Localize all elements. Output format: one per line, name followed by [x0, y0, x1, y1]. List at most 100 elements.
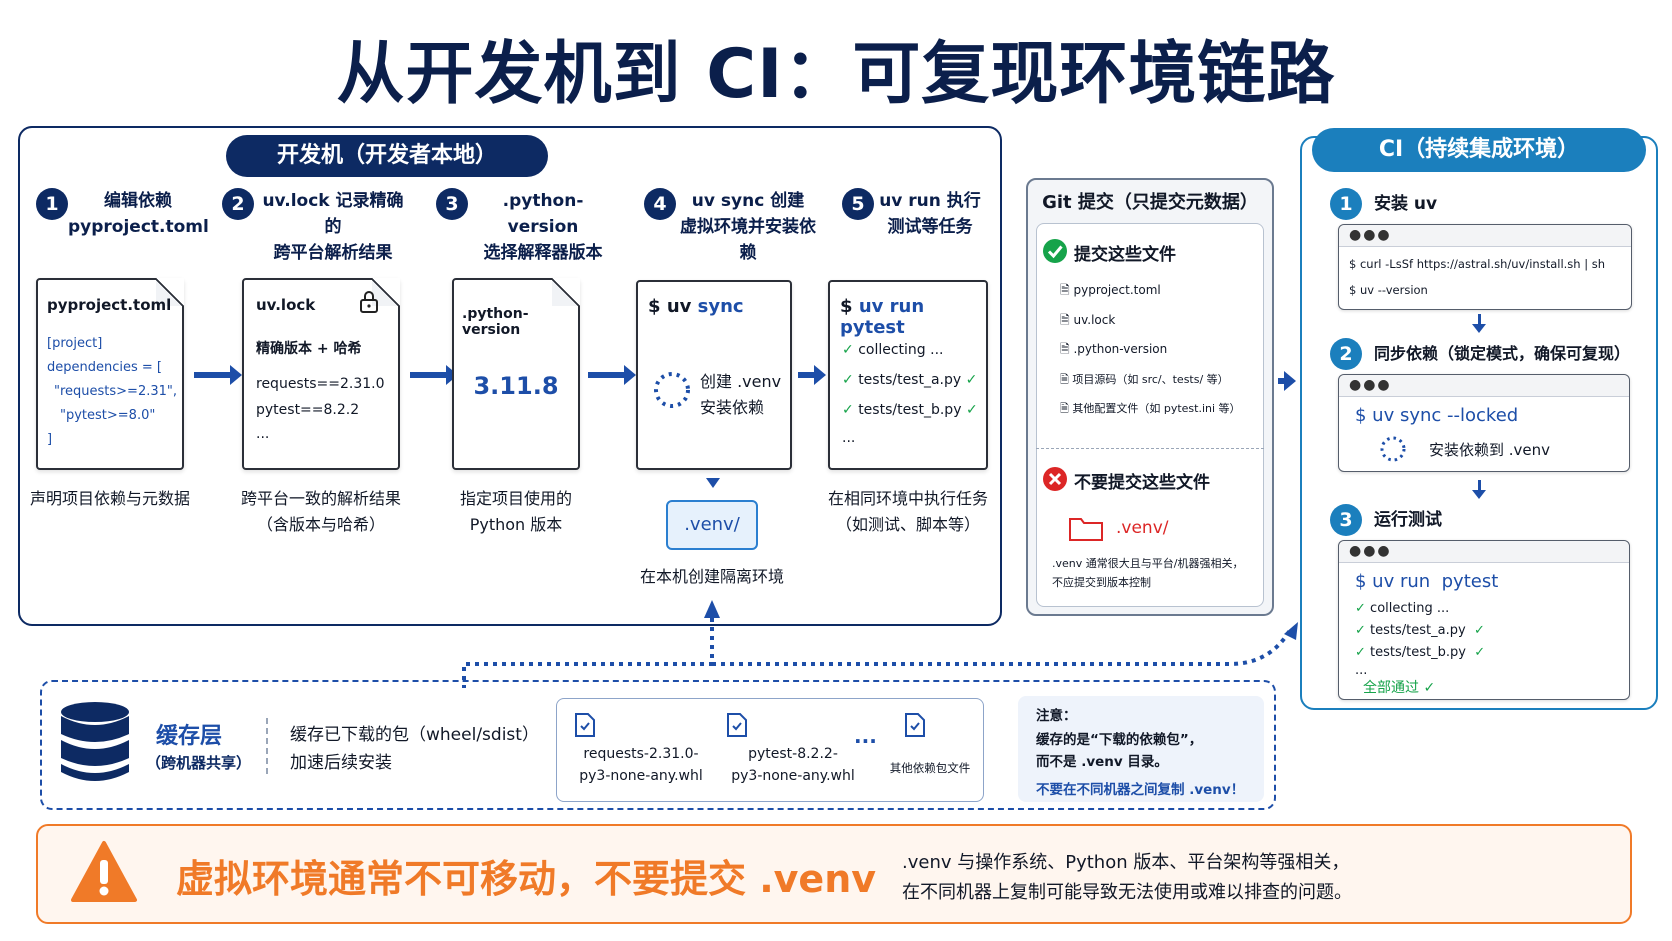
- lock-icon: [360, 291, 378, 313]
- check-icon: ✓: [842, 402, 854, 418]
- cache-layer-panel: [40, 680, 1276, 810]
- arrow-right-icon: [588, 365, 636, 385]
- ci-step-1-label: 安装 uv: [1374, 194, 1438, 214]
- output-line: ...: [842, 430, 856, 446]
- code-line: ]: [47, 432, 53, 447]
- cached-file-1a: requests-2.31.0-: [583, 746, 699, 762]
- arrow-right-icon: [1278, 371, 1296, 391]
- cache-title: 缓存层: [156, 724, 223, 749]
- ci-install-terminal: ●●● $ curl -LsSf https://astral.sh/uv/in…: [1338, 224, 1632, 310]
- dev-step-3: 3 .python-version 选择解释器版本: [436, 188, 618, 266]
- arrow-right-icon: [194, 365, 242, 385]
- commit-file-list: 🗎 pyproject.toml 🗎 uv.lock 🗎 .python-ver…: [1060, 276, 1241, 424]
- command-uv: uv: [666, 296, 692, 317]
- warning-headline: 虚拟环境通常不可移动，不要提交 .venv: [176, 857, 877, 901]
- cache-desc-2: 加速后续安装: [290, 753, 392, 773]
- code-line: pytest==8.2.2: [256, 402, 360, 418]
- terminal-line: tests/test_b.py: [1370, 645, 1466, 660]
- arrow-down-icon: [1478, 480, 1481, 492]
- spinner-icon: [1380, 436, 1406, 462]
- package-file-icon: [575, 713, 595, 737]
- note-title: 注意：: [1036, 708, 1077, 724]
- uvsync-create: 创建 .venv: [700, 372, 782, 391]
- arrow-head: [1472, 324, 1486, 333]
- dev-machine-header: 开发机（开发者本地）: [226, 135, 548, 177]
- prompt-symbol: $: [648, 296, 661, 317]
- check-icon: ✓: [1474, 645, 1486, 660]
- window-dots-icon: ●●●: [1339, 225, 1631, 247]
- terminal-command: $ uv run pytest: [1355, 571, 1499, 592]
- cache-subtitle: （跨机器共享）: [146, 754, 252, 772]
- caption-pyver-2: Python 版本: [469, 515, 563, 534]
- check-icon: ✓: [965, 402, 978, 418]
- step-4-subtitle: 虚拟环境并安装依赖: [680, 217, 816, 263]
- step-3-subtitle: 选择解释器版本: [483, 243, 603, 263]
- python-version-value: 3.11.8: [473, 372, 559, 400]
- note-line-1: 缓存的是“下载的依赖包”，: [1036, 732, 1203, 748]
- step-number: 2: [222, 188, 254, 220]
- code-line: requests==2.31.0: [256, 376, 385, 392]
- file-icon: 🗎: [1060, 372, 1069, 386]
- step-number: 1: [36, 188, 68, 220]
- uv-sync-terminal: $ uv sync 创建 .venv 安装依赖: [636, 280, 792, 470]
- spinner-icon: [654, 372, 690, 408]
- uvlock-filename: uv.lock: [256, 296, 316, 314]
- ci-step-2-label: 同步依赖（锁定模式，确保可复现）: [1374, 344, 1631, 363]
- output-line: tests/test_a.py: [858, 372, 962, 388]
- command-sync: sync: [697, 296, 744, 317]
- list-item: 🗎 uv.lock: [1060, 312, 1116, 327]
- dev-step-4: 4 uv sync 创建 虚拟环境并安装依赖: [644, 188, 820, 266]
- package-file-icon: [905, 713, 925, 737]
- ci-step-3-label: 运行测试: [1374, 510, 1442, 530]
- ci-header: CI（持续集成环境）: [1312, 128, 1646, 172]
- uv-run-terminal: $ uv run pytest ✓ collecting ... ✓ tests…: [828, 280, 988, 470]
- page-fold-icon: [552, 278, 580, 306]
- check-icon: ✓: [965, 372, 978, 388]
- database-icon: [61, 702, 129, 781]
- file-icon: 🗎: [1060, 342, 1070, 356]
- step-number: 3: [436, 188, 468, 220]
- check-icon: ✓: [1355, 601, 1366, 616]
- nocommit-note-1: .venv 通常很大且与平台/机器强相关，: [1052, 557, 1244, 570]
- file-icon: 🗎: [1060, 312, 1070, 327]
- window-dots-icon: ●●●: [1339, 541, 1629, 563]
- cached-file-3: 其他依赖包文件: [889, 761, 971, 775]
- code-line: "requests>=2.31",: [54, 384, 178, 399]
- terminal-line: ...: [1355, 663, 1368, 678]
- dev-machine-panel: [18, 126, 1002, 626]
- output-line: collecting ...: [858, 342, 944, 358]
- terminal-line: tests/test_a.py: [1370, 623, 1466, 638]
- uvsync-install: 安装依赖: [700, 398, 765, 417]
- list-item: 🗎 pyproject.toml: [1060, 283, 1161, 297]
- caption-uvrun-1: 在相同环境中执行任务: [827, 489, 988, 508]
- ci-step-3: 3 运行测试: [1330, 504, 1442, 536]
- arrow-head: [1472, 490, 1486, 499]
- step-3-title: .python-version: [502, 191, 584, 237]
- caption-uvrun-2: （如测试、脚本等）: [835, 515, 980, 534]
- commit-title: 提交这些文件: [1074, 245, 1176, 265]
- dev-step-5: 5 uv run 执行 测试等任务: [842, 188, 992, 240]
- step-4-title: uv sync 创建: [691, 191, 805, 211]
- file-icon: 🗎: [1060, 402, 1069, 415]
- arrow-down-icon: [706, 478, 720, 488]
- step-5-subtitle: 测试等任务: [887, 217, 973, 237]
- caption-venv: 在本机创建隔离环境: [639, 567, 784, 586]
- cached-packages-box: [556, 698, 984, 802]
- git-header: Git 提交（只提交元数据）: [1042, 192, 1258, 213]
- prompt-symbol: $: [840, 296, 853, 317]
- cached-file-2a: pytest-8.2.2-: [748, 746, 838, 762]
- step-number: 3: [1330, 504, 1362, 536]
- step-1-subtitle: pyproject.toml: [68, 217, 209, 237]
- list-item: 🗎 项目源码（如 src/、tests/ 等）: [1060, 372, 1229, 386]
- pyproject-filename: pyproject.toml: [47, 296, 172, 314]
- nocommit-venv: .venv/: [1116, 518, 1169, 538]
- terminal-line: collecting ...: [1370, 601, 1450, 616]
- python-version-file-card: .python-version 3.11.8: [452, 278, 580, 470]
- step-number: 4: [644, 188, 676, 220]
- more-ellipsis: ...: [854, 724, 877, 748]
- terminal-line: $ uv --version: [1349, 283, 1428, 297]
- arrow-down-icon: [1478, 314, 1481, 326]
- divider: [1036, 448, 1264, 449]
- check-icon: ✓: [842, 372, 854, 388]
- warning-icon: [71, 841, 137, 902]
